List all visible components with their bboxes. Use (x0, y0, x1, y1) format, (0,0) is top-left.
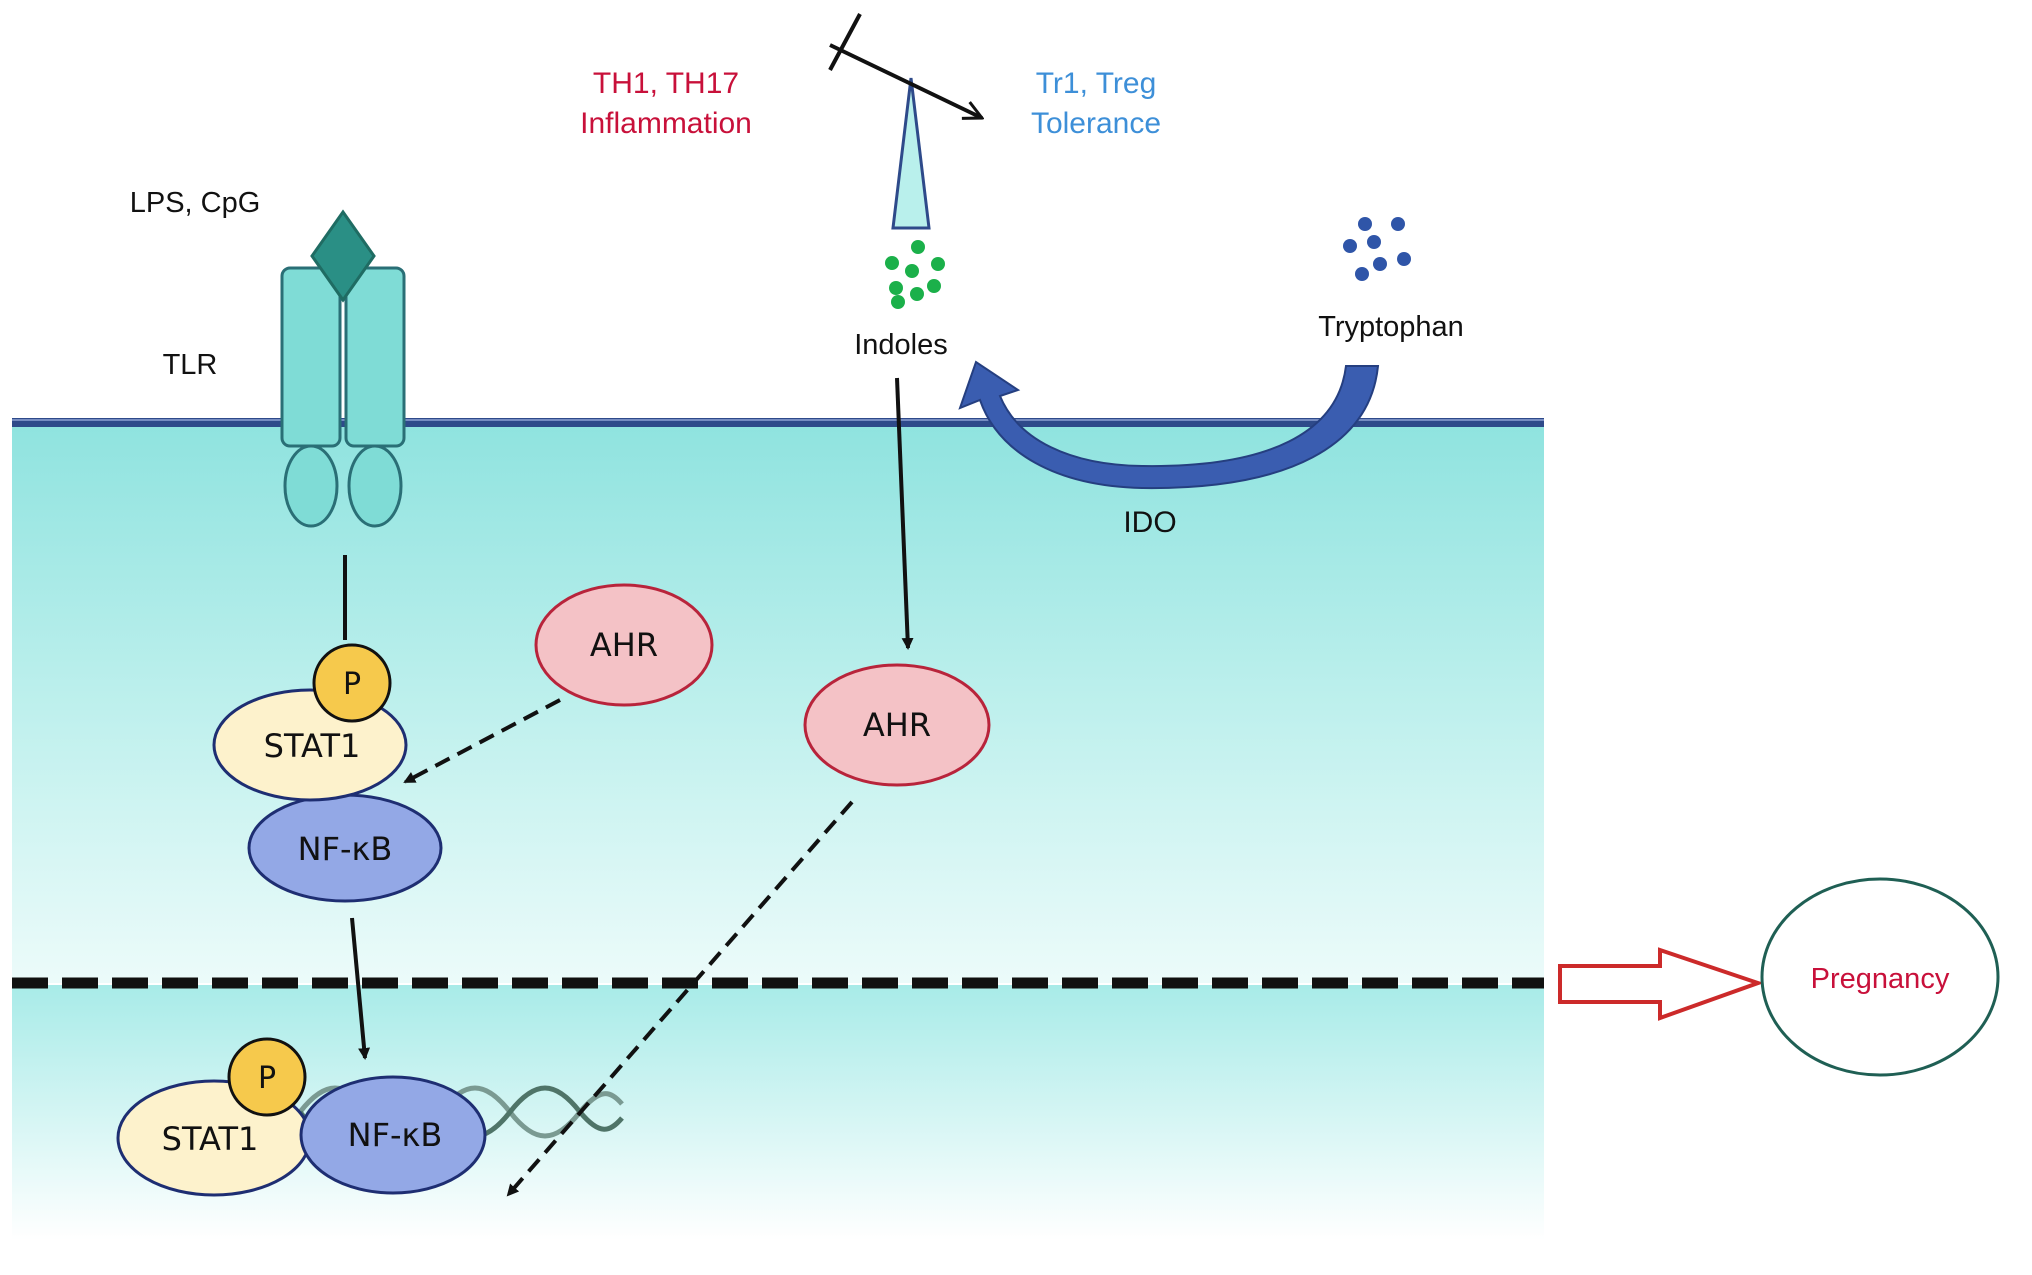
nfkb-bottom-label: NF-κB (348, 1116, 443, 1154)
tryptophan-label: Tryptophan (1318, 311, 1464, 343)
indoles-to-ahr-arrow (895, 377, 914, 650)
cell-membrane (12, 418, 1544, 427)
ahr-node-left (534, 583, 714, 707)
phospho-node-top (312, 643, 392, 723)
indoles-label: Indoles (854, 329, 948, 361)
nfkb-top-label: NF-κB (298, 830, 393, 868)
indoles-effect-wedge (891, 77, 931, 230)
pregnancy-block-arrow (1558, 947, 1765, 1021)
ligands-label: LPS, CpG (130, 187, 261, 219)
nfkb-node-bottom (299, 1075, 487, 1195)
ahr-left-label: AHR (590, 626, 658, 664)
ido-conversion-arrow (958, 360, 1380, 490)
phospho-node-bottom (227, 1037, 307, 1117)
stat1-top-label: STAT1 (264, 727, 361, 765)
ahr-center-dashed-arrow (506, 800, 854, 1197)
tryptophan-molecules (1343, 217, 1411, 281)
ahr-left-dashed-arrow (403, 698, 561, 784)
phospho-top-label: P (343, 667, 361, 702)
inflammation-label-line1: TH1, TH17 (593, 67, 739, 100)
inflammation-label-line2: Inflammation (580, 107, 752, 140)
cytoplasm-region (12, 423, 1544, 983)
tolerance-label-line2: Tolerance (1031, 107, 1161, 140)
tolerance-label-line1: Tr1, Treg (1036, 67, 1157, 100)
pregnancy-node (1760, 877, 2000, 1077)
ligand-diamond (310, 209, 376, 303)
inhibition-bar (828, 13, 862, 71)
phospho-bottom-label: P (258, 1061, 276, 1096)
ahr-center-label: AHR (863, 706, 931, 744)
ido-label: IDO (1123, 506, 1176, 539)
stat1-bottom-label: STAT1 (162, 1120, 259, 1158)
ahr-node-center (803, 663, 991, 787)
nfkb-translocation-arrow (350, 917, 371, 1060)
immune-switch-line (829, 43, 982, 118)
tlr-receptor (280, 266, 406, 528)
pregnancy-label: Pregnancy (1811, 963, 1950, 995)
indole-molecules (885, 240, 945, 309)
tlr-label: TLR (163, 349, 218, 381)
